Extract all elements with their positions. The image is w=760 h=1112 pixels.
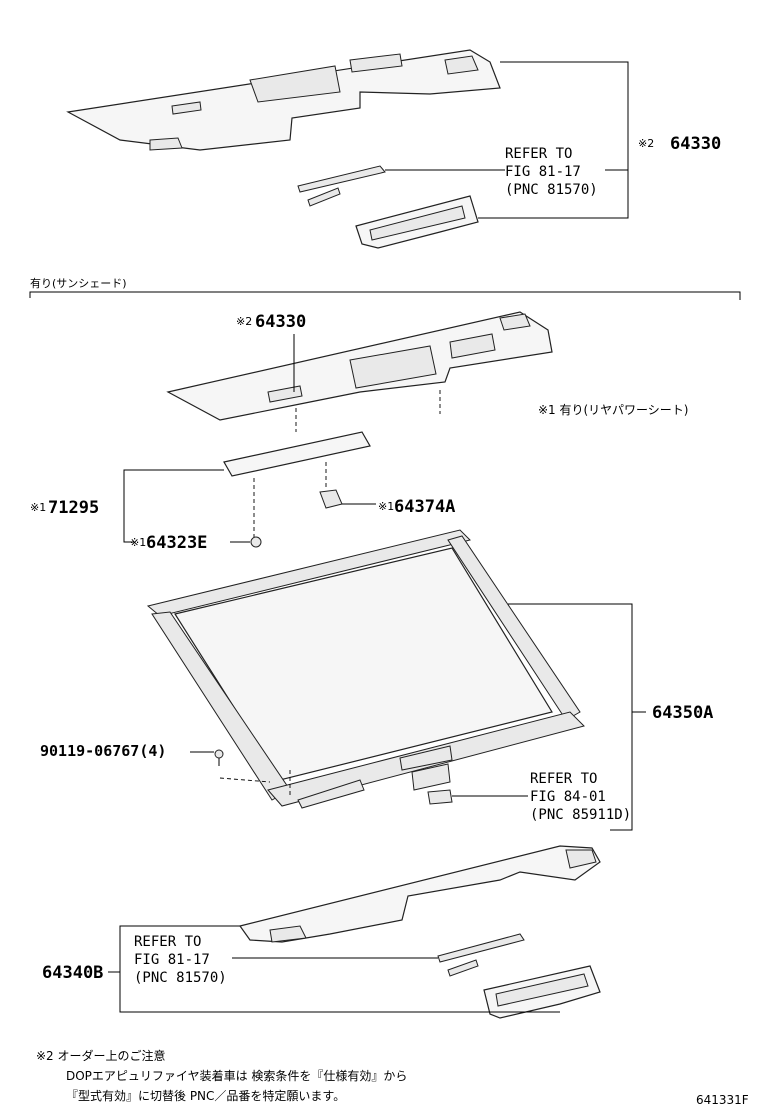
bolt-part-number[interactable]: 90119-06767(4): [40, 742, 166, 760]
rear-seat-note: ※1 有り(リヤパワーシート): [538, 403, 688, 417]
top-grille-frame: [355, 195, 479, 249]
section-bracket: [29, 291, 741, 300]
middle-trim-panel: [166, 311, 553, 421]
p64340B-number[interactable]: 64340B: [42, 963, 103, 983]
figure-id: 641331F: [696, 1093, 749, 1107]
bottom-duct-strip: [437, 933, 525, 977]
top-refer-line-2[interactable]: FIG 81-17: [505, 164, 581, 180]
leader-71295-bottom: [123, 512, 134, 543]
p64323E-number[interactable]: 64323E: [146, 533, 207, 553]
p64374A-number[interactable]: 64374A: [394, 497, 455, 517]
mid-refer-line-2[interactable]: FIG 84-01: [530, 789, 606, 805]
top-part-number[interactable]: 64330: [670, 134, 721, 154]
mid-refer-line-3[interactable]: (PNC 85911D): [530, 807, 631, 823]
guide-lines-upper: [295, 390, 441, 432]
top-refer-line-1[interactable]: REFER TO: [505, 146, 572, 162]
footnote-line-1: ※2 オーダー上のご注意: [36, 1048, 166, 1063]
top-trim-panel: [66, 49, 501, 151]
top-part-mark: ※2: [638, 137, 654, 150]
bottom-refer-line-2[interactable]: FIG 81-17: [134, 952, 210, 968]
part-71295-strip: [223, 431, 371, 477]
bottom-trim-panel: [238, 845, 601, 943]
p71295-number[interactable]: 71295: [48, 498, 99, 518]
p64323E-mark: ※1: [130, 536, 146, 549]
p64374A-mark: ※1: [378, 500, 394, 513]
top-refer-line-3[interactable]: (PNC 81570): [505, 182, 598, 198]
bottom-refer-line-1[interactable]: REFER TO: [134, 934, 201, 950]
section-caption: 有り(サンシェード): [30, 276, 127, 290]
guide-lines-lower: [253, 462, 327, 540]
top-duct-strip: [297, 165, 386, 207]
motor-connector: [427, 789, 453, 805]
bolt-guide: [219, 770, 291, 796]
leader-71295-top: [123, 469, 224, 512]
footnote-line-2: DOPエアピュリファイヤ装着車は 検索条件を『仕様有効』から: [66, 1068, 407, 1083]
leader-64350A: [508, 603, 633, 831]
leader-64340B: [119, 925, 560, 1013]
top-leaders: [385, 61, 629, 219]
bottom-refer-line-3[interactable]: (PNC 81570): [134, 970, 227, 986]
part-64323E-clip: [250, 536, 262, 548]
p71295-mark: ※1: [30, 501, 46, 514]
middle-panel-number[interactable]: 64330: [255, 312, 306, 332]
p64350A-number[interactable]: 64350A: [652, 703, 713, 723]
part-64374A-clip: [319, 489, 343, 509]
middle-panel-mark: ※2: [236, 315, 252, 328]
sunshade-frame: [146, 529, 585, 809]
bottom-grille-frame: [483, 965, 601, 1019]
mid-refer-line-1[interactable]: REFER TO: [530, 771, 597, 787]
bolt-head: [214, 749, 224, 759]
footnote-line-3: 『型式有効』に切替後 PNC／品番を特定願います。: [66, 1088, 345, 1103]
